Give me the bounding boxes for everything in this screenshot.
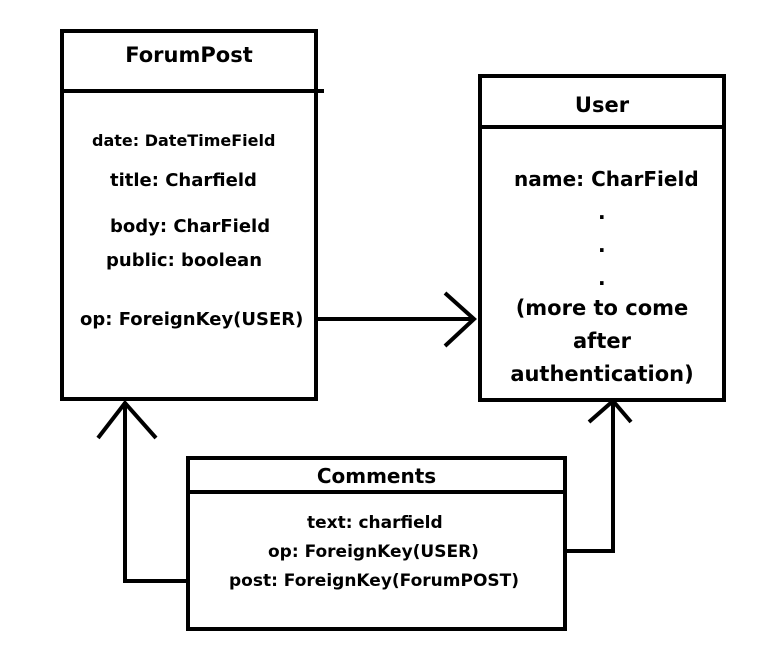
comments-field-text: text: charfield bbox=[307, 513, 443, 533]
comments-post-to-forumpost-arrowhead bbox=[96, 399, 158, 440]
comments-title: Comments bbox=[316, 464, 437, 488]
user-title: User bbox=[574, 93, 630, 117]
user-field-name: name: CharField bbox=[514, 167, 699, 191]
comments-field-op: op: ForeignKey(USER) bbox=[268, 542, 479, 562]
forumpost-field-public: public: boolean bbox=[106, 250, 263, 271]
comments-header-divider bbox=[186, 490, 567, 494]
forumpost-entity: ForumPost bbox=[60, 29, 318, 401]
forumpost-field-date: date: DateTimeField bbox=[92, 131, 276, 150]
user-field-dot-1: . bbox=[598, 200, 606, 224]
forumpost-header-divider bbox=[60, 89, 324, 93]
user-field-dot-3: . bbox=[598, 266, 606, 290]
forumpost-op-to-user-arrowhead bbox=[443, 291, 477, 348]
user-field-more-line-2: after bbox=[573, 329, 631, 353]
comments-field-post: post: ForeignKey(ForumPOST) bbox=[229, 571, 520, 591]
comments-op-to-user-arrowhead bbox=[587, 398, 633, 424]
user-field-more-line-3: authentication) bbox=[510, 362, 694, 386]
forumpost-field-body: body: CharField bbox=[110, 216, 271, 237]
user-field-more-line-1: (more to come bbox=[515, 296, 689, 320]
user-header-divider bbox=[478, 125, 726, 129]
forumpost-field-op: op: ForeignKey(USER) bbox=[80, 309, 308, 330]
forumpost-field-title: title: Charfield bbox=[110, 170, 257, 191]
forumpost-title: ForumPost bbox=[125, 43, 253, 67]
user-field-dot-2: . bbox=[598, 233, 606, 257]
